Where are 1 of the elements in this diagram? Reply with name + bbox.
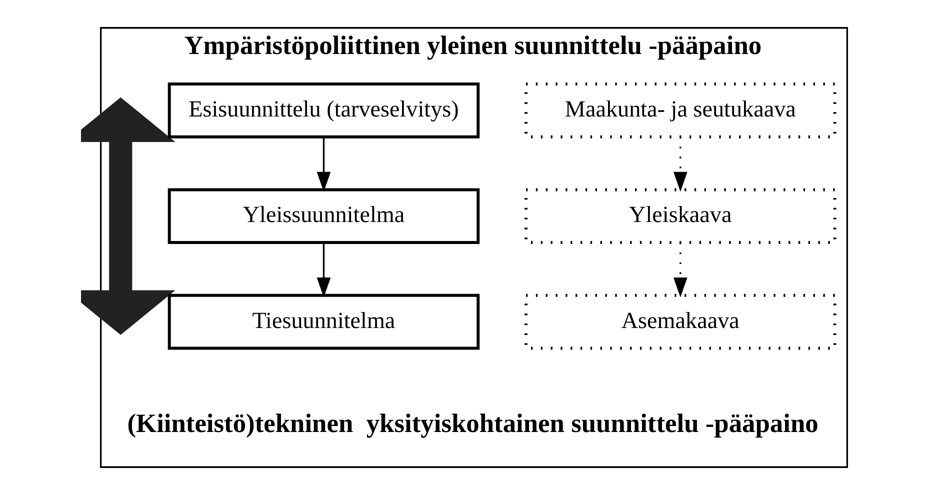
label: (Kiinteistö)tekninen yksityiskohtainen suunnittelu -pääpaino: [127, 408, 818, 438]
